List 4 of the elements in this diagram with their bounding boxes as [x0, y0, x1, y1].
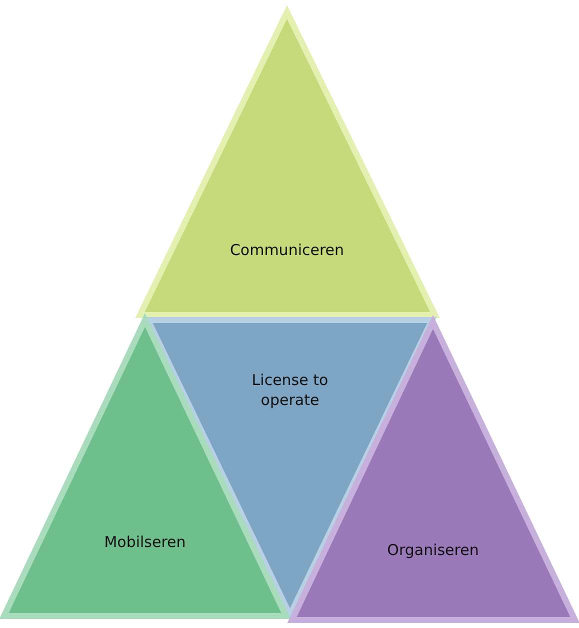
triangle-label: Mobilseren — [103, 532, 187, 552]
triangle-label: Organiseren — [386, 540, 480, 560]
triangle-label: Communiceren — [228, 240, 346, 260]
triangle-label: License to operate — [250, 370, 330, 410]
